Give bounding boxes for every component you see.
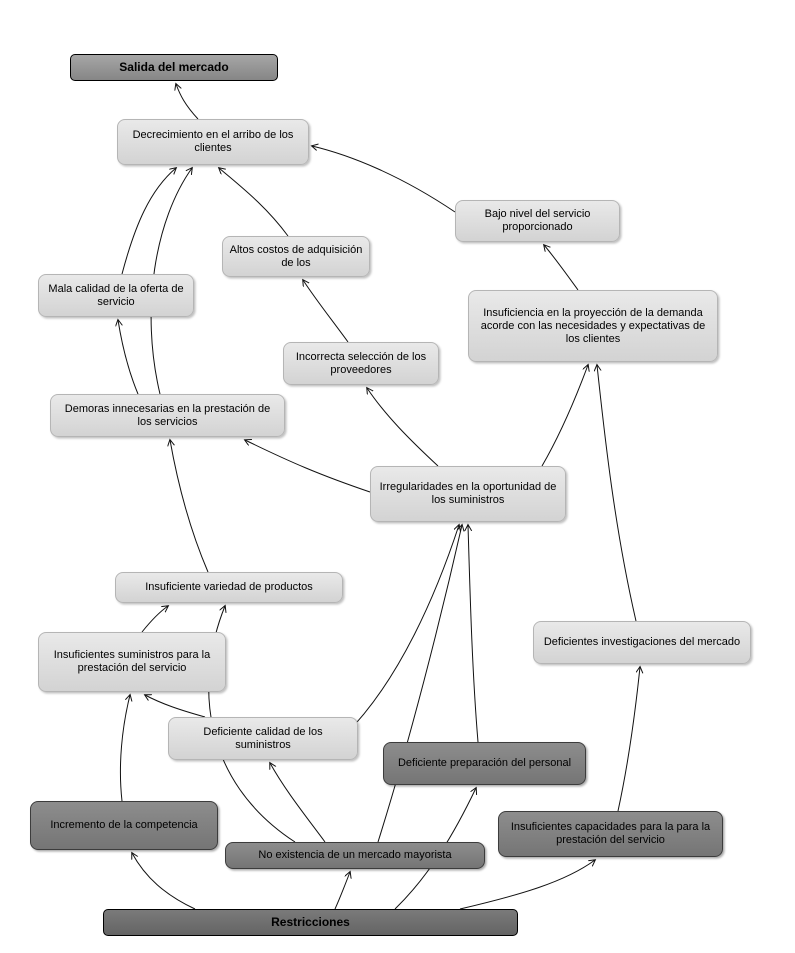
- edge-defcal-sumin: [145, 695, 206, 718]
- node-restricciones: Restricciones: [103, 909, 518, 936]
- edge-mala-decrec: [121, 168, 176, 275]
- edge-decrec-salida: [176, 84, 199, 120]
- edge-mayor-irreg: [377, 525, 462, 843]
- edge-increm-sumin: [119, 695, 130, 802]
- node-mala-calidad-oferta: Mala calidad de la oferta de servicio: [38, 274, 194, 317]
- edge-insufproy-bajonivel: [544, 245, 579, 291]
- node-no-existencia-mercado-mayorista: No existencia de un mercado mayorista: [225, 842, 485, 869]
- node-salida-del-mercado: Salida del mercado: [70, 54, 278, 81]
- edge-defcal-irreg: [344, 525, 459, 736]
- node-incorrecta-seleccion-proveedores: Incorrecta selección de los proveedores: [283, 342, 439, 385]
- edge-bajonivel-decrec: [312, 146, 456, 213]
- edge-irreg-incorrecta: [367, 388, 439, 467]
- node-incremento-competencia: Incremento de la competencia: [30, 801, 218, 850]
- edge-mayor-defcal: [270, 763, 326, 843]
- node-insuficientes-suministros: Insuficientes suministros para la presta…: [38, 632, 226, 692]
- edge-altos-decrec: [219, 168, 289, 237]
- edge-irreg-demoras: [245, 440, 371, 493]
- node-deficiente-calidad-suministros: Deficiente calidad de los suministros: [168, 717, 358, 760]
- edge-variedad-demoras: [170, 440, 209, 573]
- node-insuficiente-variedad-productos: Insuficiente variedad de productos: [115, 572, 343, 603]
- node-demoras-innecesarias: Demoras innecesarias en la prestación de…: [50, 394, 285, 437]
- node-irregularidades-suministros: Irregularidades en la oportunidad de los…: [370, 466, 566, 522]
- node-decrecimiento-arribo-clientes: Decrecimiento en el arribo de los client…: [117, 119, 309, 165]
- node-insuficiencia-proyeccion-demanda: Insuficiencia en la proyección de la dem…: [468, 290, 718, 362]
- node-insuficientes-capacidades: Insuficientes capacidades para la para l…: [498, 811, 723, 857]
- node-bajo-nivel-servicio: Bajo nivel del servicio proporcionado: [455, 200, 620, 242]
- node-deficiente-preparacion-personal: Deficiente preparación del personal: [383, 742, 586, 785]
- edge-demoras-mala: [118, 320, 139, 395]
- node-altos-costos-adquisicion: Altos costos de adquisición de los: [222, 236, 370, 277]
- edge-prep-irreg: [468, 525, 479, 743]
- edge-incorrecta-altos: [303, 280, 349, 343]
- edge-restr-mayor: [334, 872, 350, 910]
- edge-capac-investig: [617, 667, 640, 812]
- edge-sumin-variedad: [141, 606, 168, 633]
- edge-restr-increm: [132, 853, 196, 910]
- edge-investig-insufproy: [597, 365, 637, 622]
- edge-irreg-insufproy: [541, 365, 588, 467]
- node-deficientes-investigaciones-mercado: Deficientes investigaciones del mercado: [533, 621, 751, 664]
